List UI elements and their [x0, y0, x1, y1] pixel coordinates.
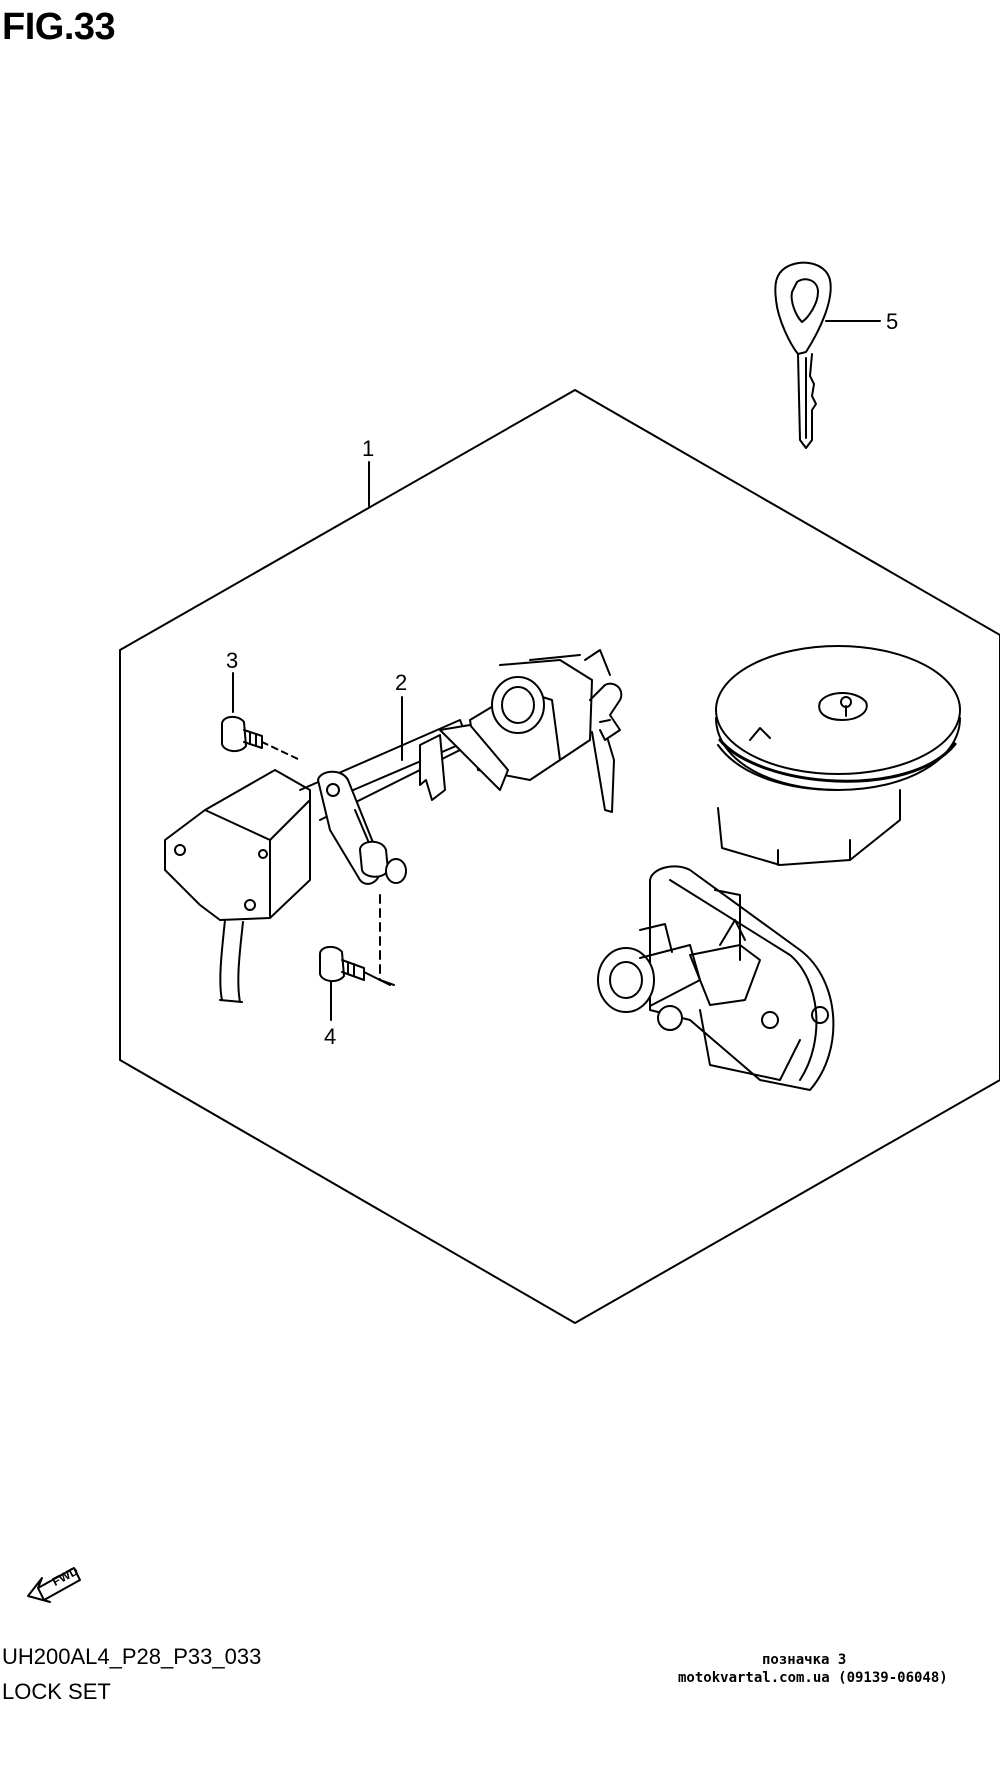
watermark-line-2: motokvartal.com.ua (09139-06048): [678, 1670, 948, 1686]
fuel-cap: [715, 645, 961, 866]
fwd-arrow-icon: [27, 1567, 81, 1603]
key-part-5: [774, 261, 832, 449]
figure-code: UH200AL4_P28_P33_033: [2, 1644, 262, 1669]
watermark-line-1: позначка 3: [762, 1652, 847, 1668]
seat-lock: [597, 865, 835, 1091]
figure-title: FIG.33: [2, 6, 116, 48]
ignition-switch-part-2: [164, 649, 623, 1003]
callout-5: 5: [886, 309, 898, 334]
bolt-part-4: [319, 946, 391, 986]
callout-3: 3: [226, 648, 238, 673]
callout-2: 2: [395, 670, 407, 695]
kit-outline: [119, 389, 1000, 1324]
callout-1: 1: [362, 436, 374, 461]
figure-name: LOCK SET: [2, 1679, 111, 1704]
callout-4: 4: [324, 1024, 336, 1049]
bolt-part-3: [221, 716, 301, 761]
